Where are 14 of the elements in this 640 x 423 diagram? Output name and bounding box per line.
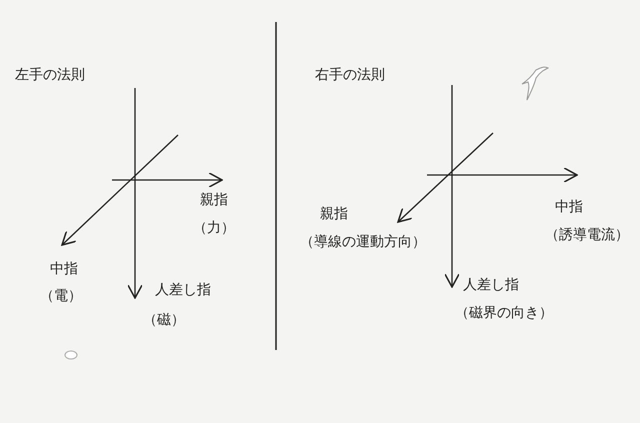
- axis-label: （磁界の向き）: [455, 306, 553, 322]
- axis-label: 人差し指: [463, 278, 519, 294]
- axis-label: 人差し指: [155, 283, 211, 298]
- axis-label: 中指: [555, 200, 583, 216]
- axis-label: （誘導電流）: [545, 228, 629, 244]
- axis-label: 親指: [200, 193, 228, 208]
- axis-label: （電）: [40, 289, 82, 304]
- axis-label: （力）: [193, 221, 235, 236]
- axis-label: （磁）: [143, 313, 185, 328]
- axis-label: 親指: [320, 207, 348, 222]
- heading: 左手の法則: [15, 68, 85, 84]
- axis-label: （導線の運動方向）: [300, 235, 426, 250]
- axis-label: 中指: [50, 262, 78, 278]
- heading: 右手の法則: [315, 68, 385, 84]
